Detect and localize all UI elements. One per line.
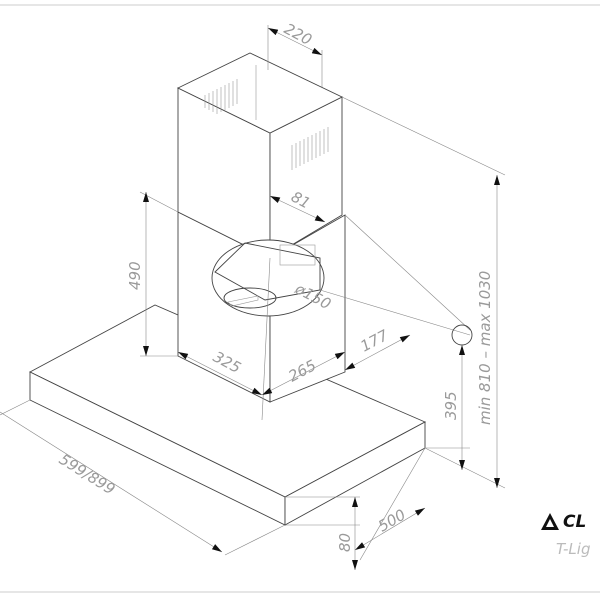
brand-logo-icon <box>541 513 559 530</box>
dimension-lines <box>0 27 500 570</box>
dim-177: 177 <box>357 326 391 356</box>
model-name: T-Lig <box>556 540 591 558</box>
dim-220: 220 <box>281 20 315 49</box>
canopy <box>29 304 427 526</box>
brand-name: CL <box>563 512 587 532</box>
vent-slots-right <box>291 127 329 170</box>
vent-slots-left <box>204 79 238 114</box>
dim-490: 490 <box>126 261 144 290</box>
dim-hood-width: 599/899 <box>56 450 118 498</box>
dim-total-height: min 810 – max 1030 <box>476 271 494 425</box>
brand-logo: CL <box>540 512 586 532</box>
dim-395: 395 <box>442 391 460 420</box>
dim-80: 80 <box>336 533 354 552</box>
outlet-detail <box>211 239 325 317</box>
dim-500: 500 <box>375 506 409 536</box>
